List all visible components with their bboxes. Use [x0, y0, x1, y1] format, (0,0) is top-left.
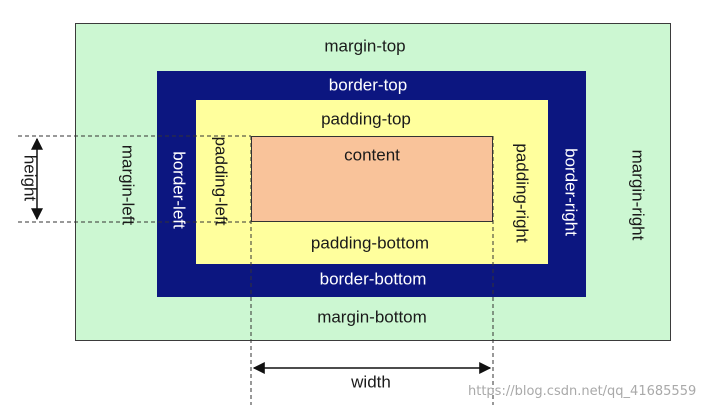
padding-right-label: padding-right [512, 143, 532, 243]
content-label: content [344, 145, 400, 165]
padding-top-label: padding-top [321, 109, 411, 129]
margin-top-label: margin-top [324, 36, 406, 56]
padding-bottom-label: padding-bottom [310, 233, 430, 253]
watermark-text: https://blog.csdn.net/qq_41685559 [468, 384, 697, 399]
padding-left-label: padding-left [211, 136, 231, 226]
border-left-label: border-left [169, 151, 189, 229]
width-label: width [351, 372, 391, 392]
border-bottom-label: border-bottom [319, 269, 427, 289]
margin-bottom-label: margin-bottom [317, 307, 427, 327]
border-right-label: border-right [561, 148, 581, 236]
margin-right-label: margin-right [628, 149, 648, 241]
height-label: height [20, 154, 40, 202]
border-top-label: border-top [328, 75, 408, 95]
margin-left-label: margin-left [118, 144, 138, 226]
